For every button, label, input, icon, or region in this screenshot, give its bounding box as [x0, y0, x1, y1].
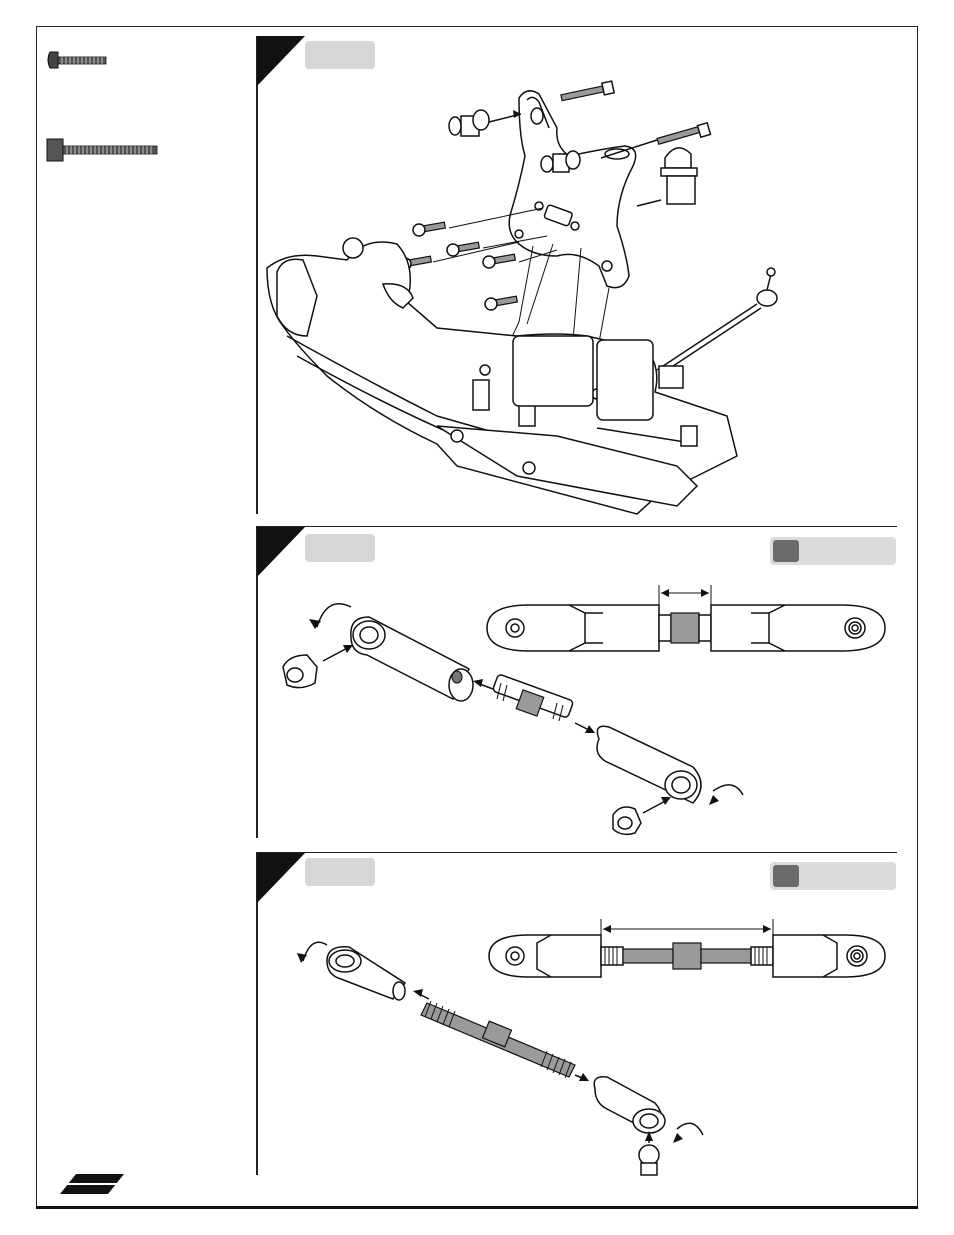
screw-top-1: [560, 80, 616, 102]
step-2-tip-square: [773, 540, 799, 562]
step-3-corner-marker: [257, 853, 305, 903]
step-1-corner-marker: [257, 36, 305, 86]
ball-stud-right: [540, 150, 581, 173]
step-3-tip-square: [773, 865, 799, 887]
short-turnbuckle-assembly-illustration: [282, 585, 886, 836]
screw-top-2: [656, 121, 712, 145]
long-ball-stud: [638, 1144, 660, 1176]
long-turnbuckle-rod: [420, 1000, 576, 1079]
bottom-rule: [36, 1206, 918, 1209]
screws-left: [398, 221, 519, 311]
long-turnbuckle-finished-view: [488, 919, 886, 978]
long-turnbuckle-assembly-illustration: [297, 919, 886, 1176]
hb-logo-mark: [60, 1174, 124, 1194]
shock-cap: [660, 147, 698, 205]
short-ball-stud-bottom: [612, 806, 642, 836]
step3-top-rule: [256, 852, 897, 854]
step2-top-rule: [256, 526, 897, 528]
short-turnbuckle-finished-view: [486, 585, 886, 652]
step-2-tab: [305, 534, 375, 562]
shock-tower-mounting-illustration: [266, 80, 778, 515]
short-turnbuckle-exploded-view: [282, 603, 744, 836]
step-1-tab: [305, 41, 375, 69]
step1-left-rule: [256, 36, 258, 514]
cap-head-screw-icon: [46, 138, 158, 162]
step-3-tip-box: [770, 862, 896, 890]
button-head-screw-icon: [47, 51, 107, 69]
step-2-tip-box: [770, 537, 896, 565]
short-ball-stud-top: [282, 654, 318, 689]
short-turnbuckle-rod: [492, 674, 574, 722]
step-2-corner-marker: [257, 527, 305, 577]
step3-left-rule: [256, 852, 258, 1175]
step2-left-rule: [256, 526, 258, 838]
ball-stud-left: [448, 109, 490, 137]
long-turnbuckle-exploded-view: [297, 941, 704, 1176]
step-3-tab: [305, 858, 375, 886]
